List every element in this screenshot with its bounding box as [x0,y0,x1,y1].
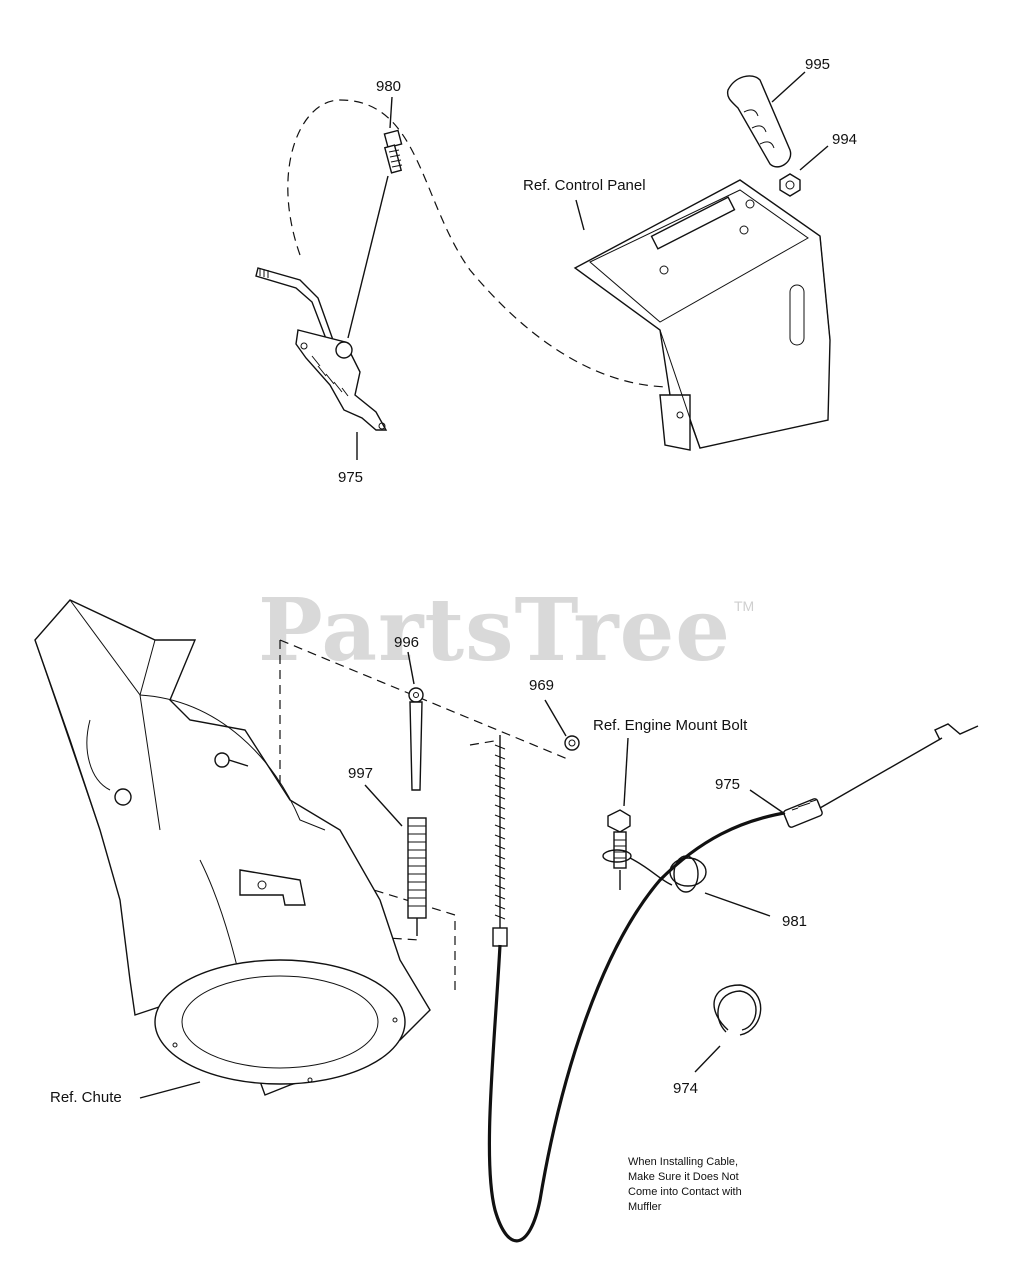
callout-995: 995 [805,56,831,73]
callout-control-panel: Ref. Control Panel [523,177,646,194]
callout-969: 969 [529,677,555,694]
leader-969 [544,699,567,737]
part-997-spring [407,817,427,936]
note-line-1: When Installing Cable, [628,1156,739,1168]
ref-engine-mount-bolt [607,809,631,890]
callout-994: 994 [832,131,858,148]
leader-994 [799,145,829,171]
cable-975-fitting [783,723,979,828]
part-975-lever [255,267,388,431]
leader-995 [771,71,806,103]
leader-chute [139,1081,201,1099]
leader-975-bottom [749,789,786,815]
chute-cable-spring [492,735,508,947]
ref-control-panel [573,179,831,451]
note-line-2: Make Sure it Does Not [628,1171,739,1183]
leader-997 [364,784,403,827]
callout-engine-mount: Ref. Engine Mount Bolt [593,717,748,734]
leader-980-to-lever [347,175,389,339]
callout-975-bottom: 975 [715,776,741,793]
part-974-snap-ring [713,984,762,1036]
note-line-3: Come into Contact with [628,1186,742,1198]
leader-980 [389,96,393,129]
callout-chute: Ref. Chute [50,1089,122,1106]
leader-engine-mount [623,737,629,807]
part-996-eyebolt [408,687,424,791]
trademark-mark: TM [734,598,755,614]
part-969-nut [564,735,580,751]
note-line-4: Muffler [628,1201,662,1213]
callout-975-top: 975 [338,469,364,486]
callout-996: 996 [394,634,420,651]
part-980-bolt [383,129,403,174]
installation-note: When Installing Cable, Make Sure it Does… [628,1155,778,1215]
part-994-nut [779,173,801,197]
alignment-lines-dashed [257,639,571,995]
leader-control-panel [575,199,585,231]
leader-974 [694,1045,721,1073]
partstree-watermark: PartsTree [258,580,732,681]
callout-980: 980 [376,78,402,95]
callout-974: 974 [673,1080,699,1097]
leader-996 [407,651,415,685]
part-995-knob [726,75,792,168]
callout-997: 997 [348,765,374,782]
part-981-cable-tie [602,849,707,893]
leader-981 [704,892,771,917]
ref-chute [34,599,431,1096]
callout-981: 981 [782,913,808,930]
